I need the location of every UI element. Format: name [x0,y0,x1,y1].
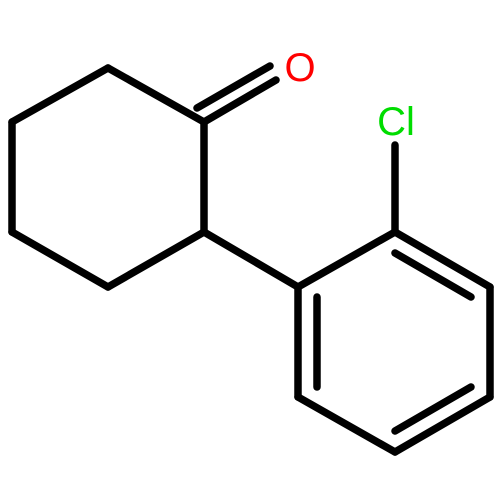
bond-ring-3 [8,228,112,291]
bond-aryl-inner-2 [391,383,475,435]
bond-carbonyl-inner [193,62,274,112]
bond-ring-link [200,228,302,291]
bond-carbonyl-outer [200,76,280,126]
bond-aryl-inner-1 [391,249,475,301]
chlorophenyl-ring [294,228,494,456]
bond-aryl-4 [391,393,494,456]
bond-aryl-5 [294,393,399,456]
cyclohexanone-ring [8,64,208,291]
oxygen-atom-label: O [284,46,315,90]
bond-ring-1 [8,64,112,126]
bond-ring-4 [104,228,208,291]
bond-aryl-1 [294,228,399,291]
chlorine-atom-label: Cl [377,100,415,144]
bond-ring-6 [104,64,208,126]
bond-aryl-2 [391,228,494,291]
carbonyl-double-bond [193,62,280,126]
